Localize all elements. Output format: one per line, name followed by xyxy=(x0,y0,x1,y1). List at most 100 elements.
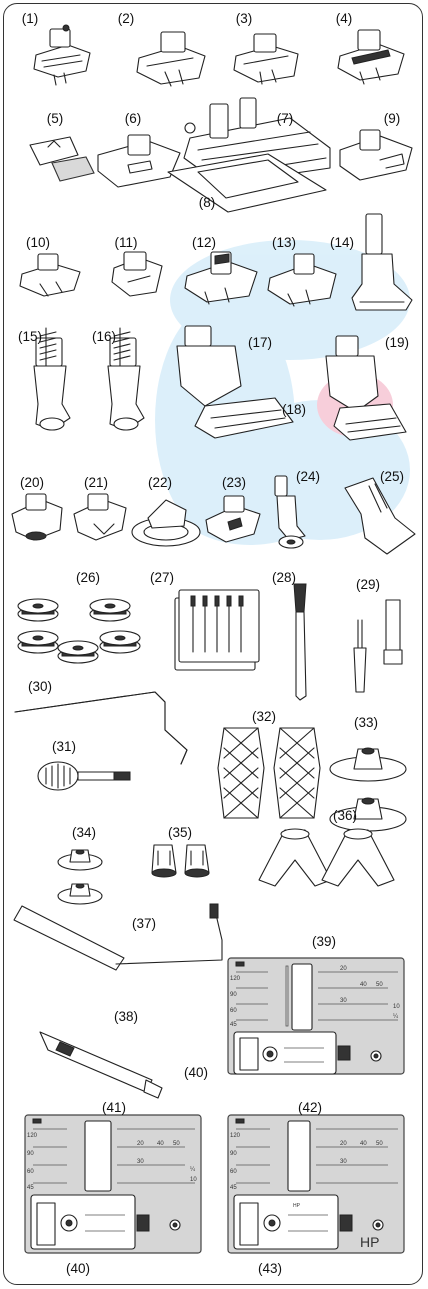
svg-text:10: 10 xyxy=(190,1177,197,1183)
label-part-9: (9) xyxy=(383,111,401,126)
satin-foot-6 xyxy=(97,134,181,188)
blind-hem-foot-9 xyxy=(339,129,413,181)
quilting-guide-30 xyxy=(14,691,188,765)
svg-text:40: 40 xyxy=(360,1141,367,1147)
svg-text:120: 120 xyxy=(230,976,241,982)
svg-text:90: 90 xyxy=(27,1151,34,1157)
label-part-4: (4) xyxy=(335,11,353,26)
label-part-22: (22) xyxy=(147,475,173,490)
presser-foot-23 xyxy=(205,495,261,543)
touch-pen-38 xyxy=(39,1031,163,1099)
label-part-34: (34) xyxy=(71,825,97,840)
svg-text:90: 90 xyxy=(230,992,237,998)
svg-text:¼: ¼ xyxy=(190,1167,196,1173)
label-part-38: (38) xyxy=(113,1009,139,1024)
spool-cap-35 xyxy=(151,844,210,878)
label-part-43: (43) xyxy=(257,1261,283,1276)
label-part-3: (3) xyxy=(235,11,253,26)
svg-text:90: 90 xyxy=(230,1151,237,1157)
label-part-30: (30) xyxy=(27,679,53,694)
label-part-13: (13) xyxy=(271,235,297,250)
svg-text:HP: HP xyxy=(293,1203,301,1209)
label-part-41: (41) xyxy=(101,1100,127,1115)
svg-text:50: 50 xyxy=(376,982,383,988)
page-frame xyxy=(3,3,423,1285)
label-part-39: (39) xyxy=(311,934,337,949)
knee-lifter-37 xyxy=(13,903,223,971)
stabilizer-plate-8 xyxy=(167,153,327,213)
label-part-21: (21) xyxy=(83,475,109,490)
svg-text:45: 45 xyxy=(230,1022,237,1028)
label-part-36: (36) xyxy=(332,808,358,823)
presser-foot-12 xyxy=(184,251,258,305)
label-part-33: (33) xyxy=(353,715,379,730)
label-part-42: (42) xyxy=(297,1100,323,1115)
svg-text:40: 40 xyxy=(360,982,367,988)
label-part-17: (17) xyxy=(247,335,273,350)
presser-foot-4 xyxy=(337,29,405,85)
svg-text:50: 50 xyxy=(376,1141,383,1147)
label-part-27: (27) xyxy=(149,570,175,585)
svg-text:50: 50 xyxy=(173,1141,180,1147)
label-part-31: (31) xyxy=(51,739,77,754)
label-part-24: (24) xyxy=(295,469,321,484)
label-part-5: (5) xyxy=(46,111,64,126)
dual-feed-foot-17 xyxy=(176,325,294,439)
needle-plate-39: 120 90 60 45 20 40 50 30 10 ¼ xyxy=(227,957,405,1075)
needle-set-27 xyxy=(174,589,260,671)
shank-plate-25 xyxy=(344,477,416,555)
dual-feed-foot-19 xyxy=(325,335,407,441)
svg-text:20: 20 xyxy=(137,1141,144,1147)
spool-net-32 xyxy=(217,727,321,819)
bobbins-26 xyxy=(17,598,141,664)
label-part-18: (18) xyxy=(281,402,307,417)
presser-foot-3 xyxy=(233,33,299,85)
svg-text:60: 60 xyxy=(27,1169,34,1175)
presser-foot-2 xyxy=(136,31,206,87)
spool-holder-33 xyxy=(329,747,407,832)
svg-text:30: 30 xyxy=(340,998,347,1004)
lint-brush-28 xyxy=(293,583,307,701)
svg-text:¼: ¼ xyxy=(393,1014,399,1020)
label-part-10: (10) xyxy=(25,235,51,250)
label-part-32: (32) xyxy=(251,709,277,724)
label-part-26: (26) xyxy=(75,570,101,585)
label-part-37: (37) xyxy=(131,916,157,931)
label-part-1: (1) xyxy=(21,11,39,26)
label-part-29: (29) xyxy=(355,577,381,592)
buttonhole-foot-5 xyxy=(29,136,95,182)
needle-plate-42: 120 90 60 45 20 40 50 30 HP HP xyxy=(227,1114,405,1254)
svg-text:20: 20 xyxy=(340,1141,347,1147)
label-part-23: (23) xyxy=(221,475,247,490)
presser-foot-20 xyxy=(11,493,63,541)
spool-stand-36 xyxy=(258,828,395,887)
svg-text:45: 45 xyxy=(230,1185,237,1191)
svg-text:60: 60 xyxy=(230,1008,237,1014)
label-part-11: (11) xyxy=(114,235,138,250)
presser-foot-13 xyxy=(267,253,337,307)
label-part-40-top: (40) xyxy=(183,1065,209,1080)
label-part-14: (14) xyxy=(329,235,355,250)
presser-foot-10 xyxy=(19,253,81,297)
svg-text:120: 120 xyxy=(230,1133,241,1139)
label-part-35: (35) xyxy=(167,825,193,840)
svg-text:10: 10 xyxy=(393,1004,400,1010)
darning-foot-16 xyxy=(107,327,145,431)
presser-foot-24 xyxy=(274,475,306,549)
label-part-25: (25) xyxy=(379,469,405,484)
svg-text:60: 60 xyxy=(230,1169,237,1175)
label-part-40-bottom: (40) xyxy=(65,1261,91,1276)
walking-foot-14 xyxy=(351,213,413,311)
presser-foot-22 xyxy=(131,499,201,547)
svg-text:30: 30 xyxy=(137,1159,144,1165)
darning-foot-15 xyxy=(33,327,71,431)
spool-holder-small-34 xyxy=(57,849,103,905)
svg-text:HP: HP xyxy=(360,1234,379,1250)
screwdriver-31 xyxy=(37,761,131,791)
presser-foot-1 xyxy=(33,24,91,86)
label-part-8: (8) xyxy=(198,195,216,210)
svg-text:40: 40 xyxy=(157,1141,164,1147)
presser-foot-21 xyxy=(73,493,127,541)
needle-plate-41: 120 90 60 45 20 40 50 30 ¼ 10 xyxy=(24,1114,202,1254)
